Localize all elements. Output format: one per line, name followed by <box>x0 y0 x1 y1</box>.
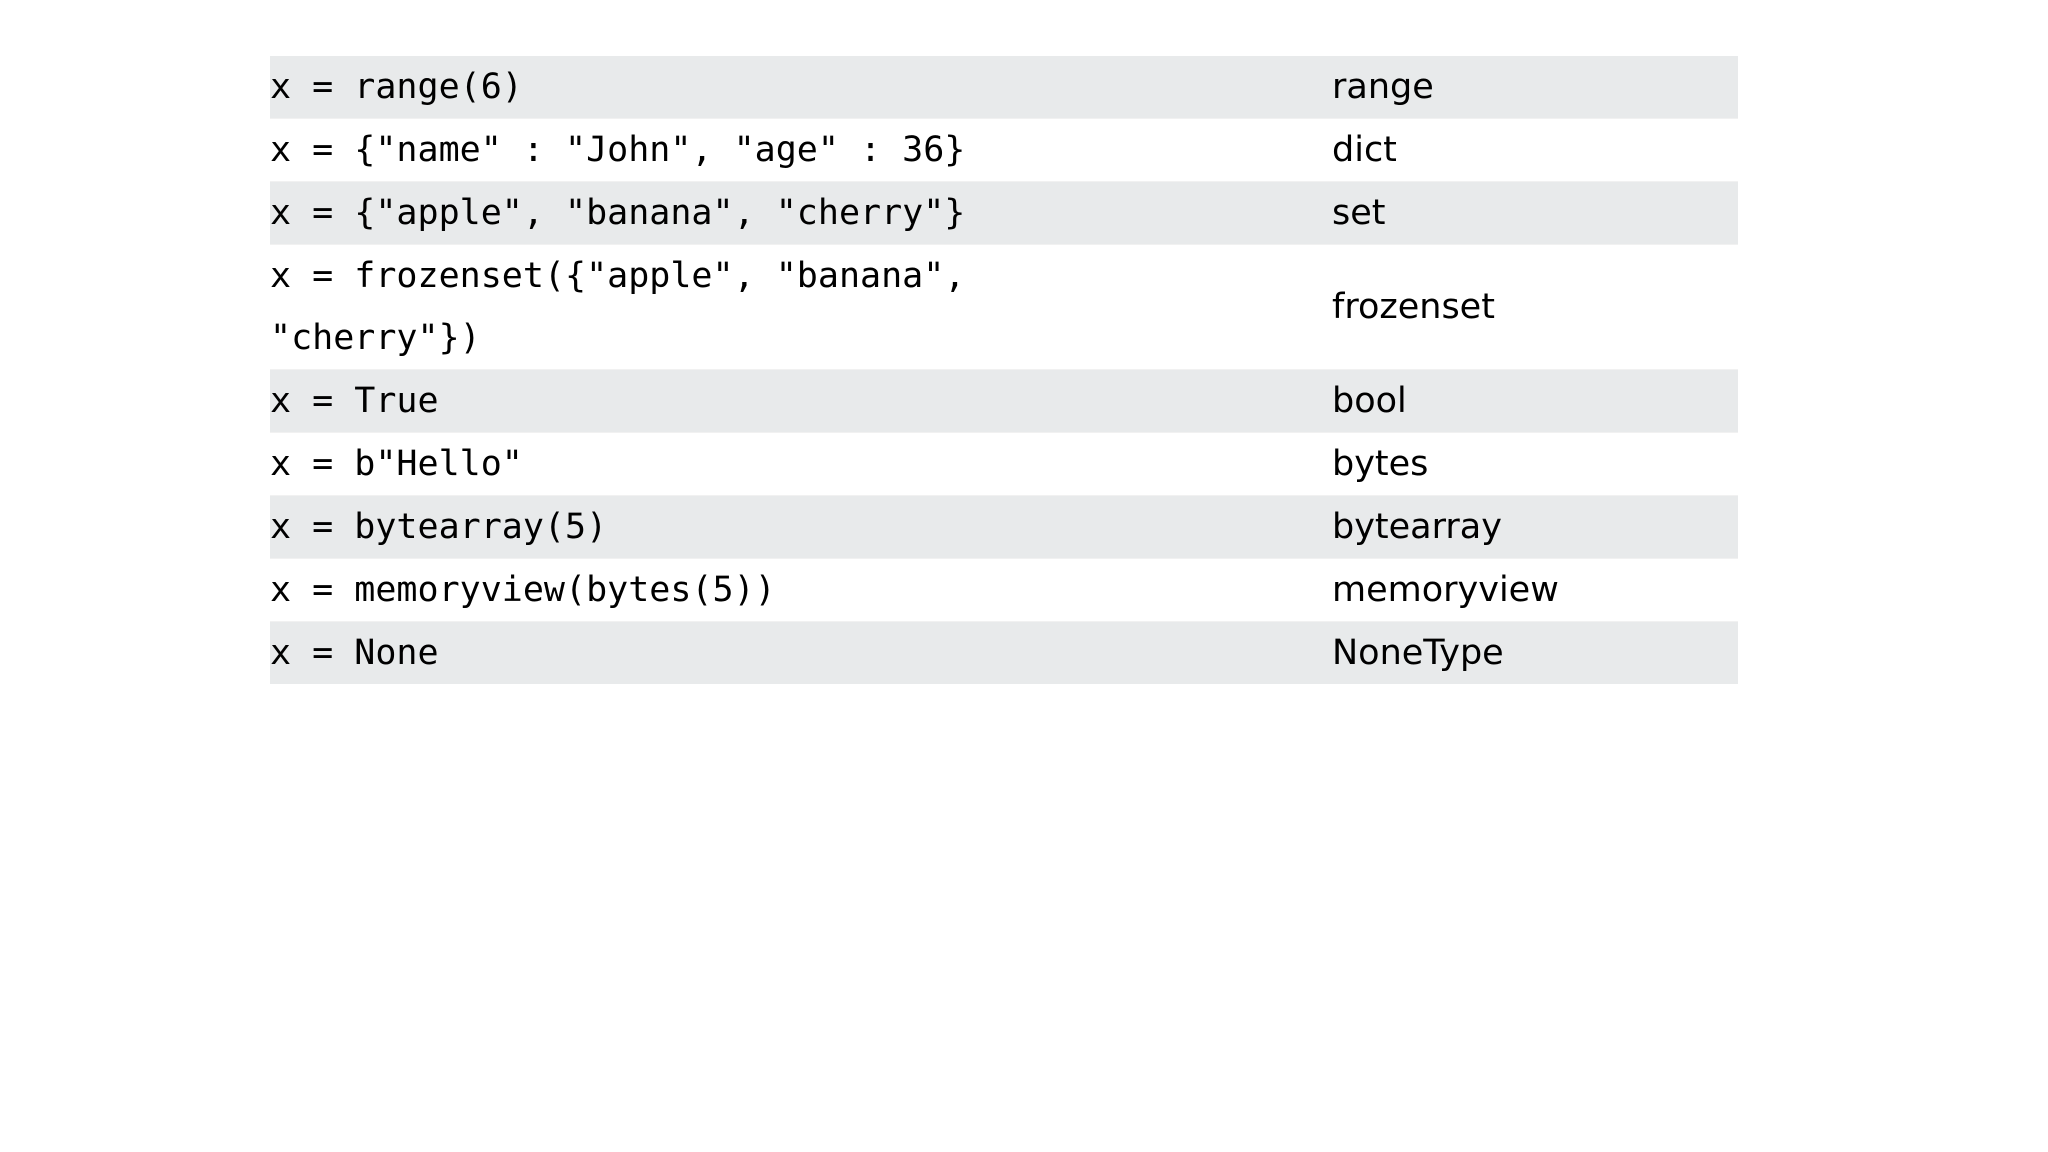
code-example-line: x = True <box>270 381 439 421</box>
data-type-cell: frozenset <box>1332 244 1738 370</box>
data-type-cell: bytes <box>1332 432 1738 496</box>
data-type-cell: NoneType <box>1332 621 1738 684</box>
table-row: x = range(6) range <box>270 56 1738 119</box>
table-row: x = {"apple", "banana", "cherry"} set <box>270 181 1738 245</box>
code-example-cell: x = range(6) <box>270 56 1332 119</box>
code-example-line: "cherry"}) <box>270 318 481 358</box>
data-type-cell: memoryview <box>1332 558 1738 622</box>
table-row: x = frozenset({"apple", "banana", "cherry… <box>270 244 1738 370</box>
table-row: x = bytearray(5) bytearray <box>270 495 1738 559</box>
data-type-cell: bool <box>1332 369 1738 433</box>
code-example-cell: x = frozenset({"apple", "banana", "cherry… <box>270 244 1332 370</box>
code-example-cell: x = True <box>270 369 1332 433</box>
data-type-cell: range <box>1332 67 1434 107</box>
code-example-cell: x = {"apple", "banana", "cherry"} <box>270 181 1332 245</box>
code-example-line: x = None <box>270 633 439 673</box>
python-data-types-table: x = range(6) range x = {"name" : "John", "… <box>270 56 1738 684</box>
code-example-cell: x = bytearray(5) <box>270 495 1332 559</box>
code-example-line: x = memoryview(bytes(5)) <box>270 570 776 610</box>
code-example-cell: x = b"Hello" <box>270 432 1332 496</box>
code-example-cell: x = {"name" : "John", "age" : 36} <box>270 118 1332 182</box>
table-row: x = {"name" : "John", "age" : 36} dict <box>270 118 1738 182</box>
data-type-cell: set <box>1332 181 1738 245</box>
code-example-cell: x = memoryview(bytes(5)) <box>270 558 1332 622</box>
table-row: x = memoryview(bytes(5)) memoryview <box>270 558 1738 622</box>
table-body: x = range(6) range x = {"name" : "John", "… <box>270 56 1738 684</box>
data-type-cell: dict <box>1332 118 1738 182</box>
table-row: x = True bool <box>270 369 1738 433</box>
code-example-line: x = bytearray(5) <box>270 507 608 547</box>
code-example-line: x = frozenset({"apple", "banana", <box>270 256 966 296</box>
code-example-line: x = b"Hello" <box>270 444 523 484</box>
table-row: x = None NoneType <box>270 621 1738 684</box>
code-example-line: x = {"apple", "banana", "cherry"} <box>270 193 966 233</box>
code-example-cell: x = None <box>270 621 1332 684</box>
code-example-line: x = {"name" : "John", "age" : 36} <box>270 130 966 170</box>
data-type-cell: bytearray <box>1332 495 1738 559</box>
table-row: x = b"Hello" bytes <box>270 432 1738 496</box>
code-example-line: x = range(6) <box>270 67 523 107</box>
